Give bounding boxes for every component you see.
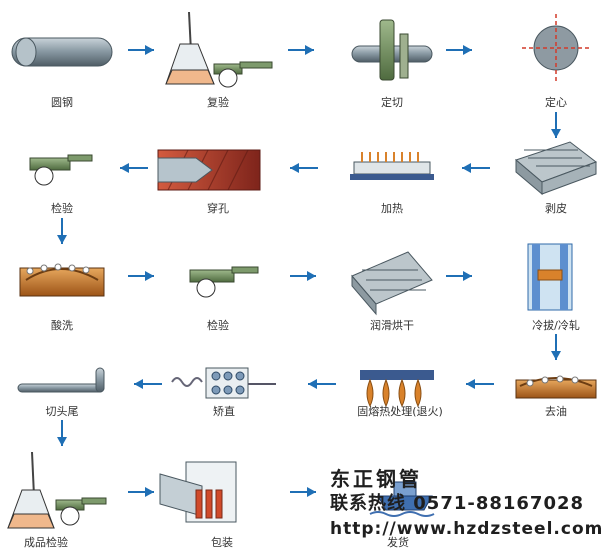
step-label-cut-to-length: 定切 bbox=[381, 96, 403, 109]
peeling-machine-icon bbox=[514, 141, 598, 196]
inspection-gauge-icon bbox=[189, 266, 259, 298]
flow-arrow bbox=[290, 487, 316, 497]
flow-arrow-head bbox=[307, 271, 316, 281]
bent-tube-icon bbox=[17, 367, 105, 393]
step-label-lubricate-dry: 润滑烘干 bbox=[370, 319, 414, 332]
lab-flask-icon bbox=[165, 11, 273, 88]
flow-arrow bbox=[120, 163, 148, 173]
flow-arrow bbox=[466, 379, 494, 389]
step-label-degreasing: 去油 bbox=[545, 405, 567, 418]
straightener-icon bbox=[171, 367, 276, 399]
step-label-piercing: 穿孔 bbox=[207, 202, 229, 215]
flow-arrow bbox=[290, 163, 318, 173]
step-label-reinspection: 复验 bbox=[207, 96, 229, 109]
flow-arrow bbox=[57, 218, 67, 244]
flow-arrow-head bbox=[463, 45, 472, 55]
flow-arrow bbox=[446, 271, 472, 281]
drying-rack-icon bbox=[351, 251, 433, 316]
flow-arrow-head bbox=[134, 379, 143, 389]
step-label-final-inspection: 成品检验 bbox=[24, 536, 68, 549]
step-label-straightening: 矫直 bbox=[213, 405, 235, 418]
flow-arrow-head bbox=[57, 235, 67, 244]
flow-arrow-head bbox=[466, 379, 475, 389]
step-label-round-steel: 圆钢 bbox=[51, 96, 73, 109]
cold-drawing-die-icon bbox=[527, 243, 573, 311]
flow-arrow bbox=[551, 112, 561, 138]
tube-bundle-icon bbox=[159, 461, 237, 523]
flow-arrow bbox=[57, 420, 67, 446]
inspection-gauge-icon bbox=[29, 154, 93, 186]
flow-arrow-head bbox=[307, 487, 316, 497]
step-label-inspection-2: 检验 bbox=[207, 319, 229, 332]
flow-arrow-head bbox=[551, 129, 561, 138]
step-label-shipping: 发货 bbox=[387, 536, 409, 549]
flow-arrow-head bbox=[551, 351, 561, 360]
step-label-peeling: 剥皮 bbox=[545, 202, 567, 215]
step-label-cold-draw-roll: 冷拔/冷轧 bbox=[532, 319, 580, 332]
flow-arrow bbox=[290, 271, 316, 281]
step-label-centering: 定心 bbox=[545, 96, 567, 109]
degreasing-bath-icon bbox=[515, 375, 597, 399]
flow-arrow bbox=[128, 271, 154, 281]
flow-arrow-head bbox=[120, 163, 129, 173]
ship-icon bbox=[369, 481, 435, 517]
saw-cut-icon bbox=[351, 19, 433, 81]
flow-arrow-head bbox=[57, 437, 67, 446]
step-label-pickling: 酸洗 bbox=[51, 319, 73, 332]
piercing-mill-icon bbox=[157, 149, 261, 191]
flow-arrow bbox=[288, 45, 314, 55]
flow-arrow-head bbox=[308, 379, 317, 389]
center-mark-icon bbox=[522, 14, 590, 82]
flow-arrow-head bbox=[462, 163, 471, 173]
flow-arrow bbox=[551, 334, 561, 360]
step-label-packaging: 包装 bbox=[211, 536, 233, 549]
step-label-inspection-1: 检验 bbox=[51, 202, 73, 215]
flow-arrow-head bbox=[305, 45, 314, 55]
watermark-hotline: 联系热线 0571-88167028 bbox=[330, 493, 585, 514]
flow-arrow-head bbox=[145, 487, 154, 497]
round-bar-icon bbox=[11, 37, 113, 67]
step-label-heating: 加热 bbox=[381, 202, 403, 215]
watermark-url: http://www.hzdzsteel.com bbox=[330, 519, 601, 539]
flow-arrow-head bbox=[290, 163, 299, 173]
flow-arrow bbox=[128, 45, 154, 55]
flow-arrow bbox=[128, 487, 154, 497]
annealing-furnace-icon bbox=[360, 370, 434, 408]
flow-arrow-head bbox=[463, 271, 472, 281]
watermark-company: 东正钢管 bbox=[330, 467, 422, 491]
step-label-solution-annealing: 固熔热处理(退火) bbox=[357, 405, 443, 418]
flow-arrow-head bbox=[145, 45, 154, 55]
step-label-end-cutting: 切头尾 bbox=[45, 405, 79, 418]
flow-arrow-head bbox=[145, 271, 154, 281]
flow-arrow bbox=[308, 379, 336, 389]
flow-arrow bbox=[462, 163, 490, 173]
flow-arrow bbox=[446, 45, 472, 55]
flow-arrow bbox=[134, 379, 162, 389]
furnace-icon bbox=[350, 152, 434, 180]
acid-bath-icon bbox=[19, 263, 105, 297]
lab-flask-icon bbox=[7, 451, 107, 529]
